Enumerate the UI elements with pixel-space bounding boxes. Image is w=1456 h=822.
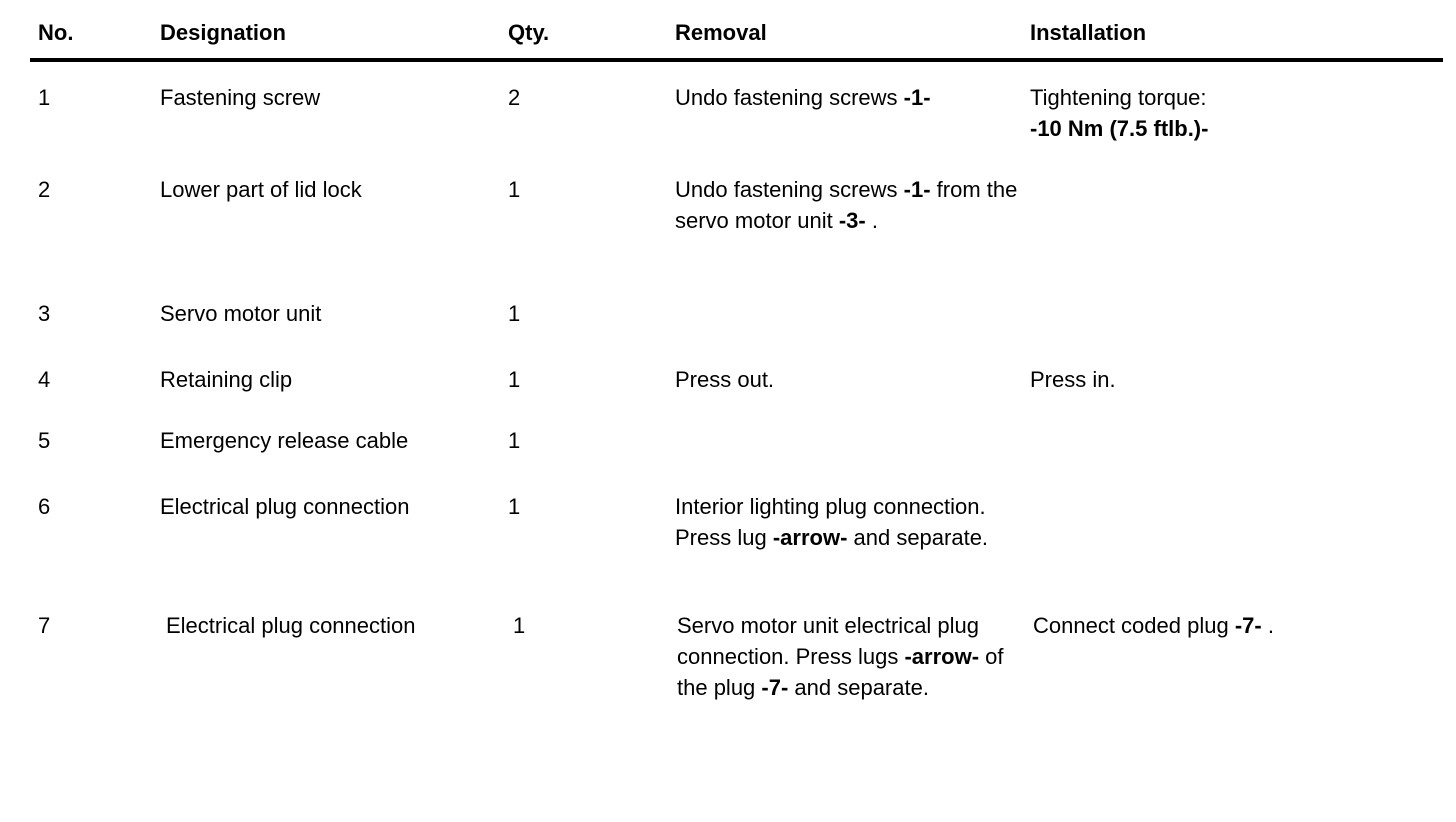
- cell-designation: Retaining clip: [160, 367, 293, 392]
- cell-designation: Electrical plug connection: [160, 494, 410, 519]
- cell-qty: 1: [508, 494, 521, 519]
- cell-designation: Servo motor unit: [160, 301, 322, 326]
- cell-designation: Lower part of lid lock: [160, 177, 362, 202]
- cell-designation: Electrical plug connection: [166, 613, 416, 638]
- cell-removal: Press out.: [675, 367, 775, 392]
- cell-designation: Emergency release cable: [160, 428, 409, 453]
- column-header-no: No.: [38, 20, 74, 45]
- cell-removal: Undo fastening screws -1-: [675, 85, 931, 110]
- cell-no: 2: [38, 177, 51, 202]
- cell-no: 3: [38, 301, 51, 326]
- cell-installation: Tightening torque:-10 Nm (7.5 ftlb.)-: [1030, 85, 1209, 141]
- header-divider-rule: [30, 58, 1443, 62]
- column-header-removal: Removal: [675, 20, 767, 45]
- column-header-installation: Installation: [1030, 20, 1147, 45]
- cell-no: 4: [38, 367, 51, 392]
- cell-removal: Undo fastening screws -1- from the servo…: [675, 177, 1018, 233]
- cell-qty: 1: [508, 367, 521, 392]
- column-header-designation: Designation: [160, 20, 286, 45]
- cell-no: 5: [38, 428, 51, 453]
- cell-qty: 1: [508, 428, 521, 453]
- cell-installation: Connect coded plug -7- .: [1033, 613, 1274, 638]
- cell-designation: Fastening screw: [160, 85, 321, 110]
- cell-no: 6: [38, 494, 51, 519]
- cell-qty: 1: [513, 613, 526, 638]
- cell-qty: 1: [508, 301, 521, 326]
- cell-qty: 2: [508, 85, 521, 110]
- cell-qty: 1: [508, 177, 521, 202]
- cell-no: 1: [38, 85, 51, 110]
- cell-installation: Press in.: [1030, 367, 1116, 392]
- cell-removal: Interior lighting plug connection. Press…: [675, 494, 989, 550]
- column-header-qty: Qty.: [508, 20, 550, 45]
- cell-removal: Servo motor unit electrical plug connect…: [677, 613, 1004, 700]
- cell-no: 7: [38, 613, 51, 638]
